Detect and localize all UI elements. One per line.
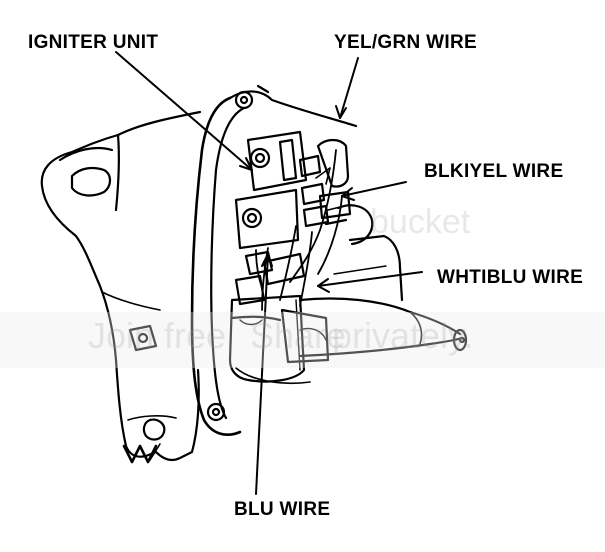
igniter-unit-body (234, 130, 352, 250)
cap-flange (190, 84, 358, 436)
distributor-housing (40, 110, 202, 464)
terminal-arrows (315, 167, 345, 211)
leader-lines (115, 51, 423, 495)
label-yel-grn-wire: YEL/GRN WIRE (334, 32, 477, 53)
label-igniter-unit: IGNITER UNIT (28, 32, 159, 53)
watermark-brand: bucket (370, 203, 471, 241)
watermark-slogan-right: privately. (332, 315, 474, 356)
vacuum-advance (228, 204, 468, 385)
label-wht-blu-wire: WHTIBLU WIRE (437, 267, 584, 288)
label-blu-wire: BLU WIRE (234, 499, 331, 520)
watermark-slogan-left: Join free (88, 315, 227, 356)
watermark-slogan-mid: Share (250, 315, 347, 356)
watermark-band (0, 312, 605, 368)
label-blk-yel-wire: BLKIYEL WIRE (424, 161, 564, 182)
